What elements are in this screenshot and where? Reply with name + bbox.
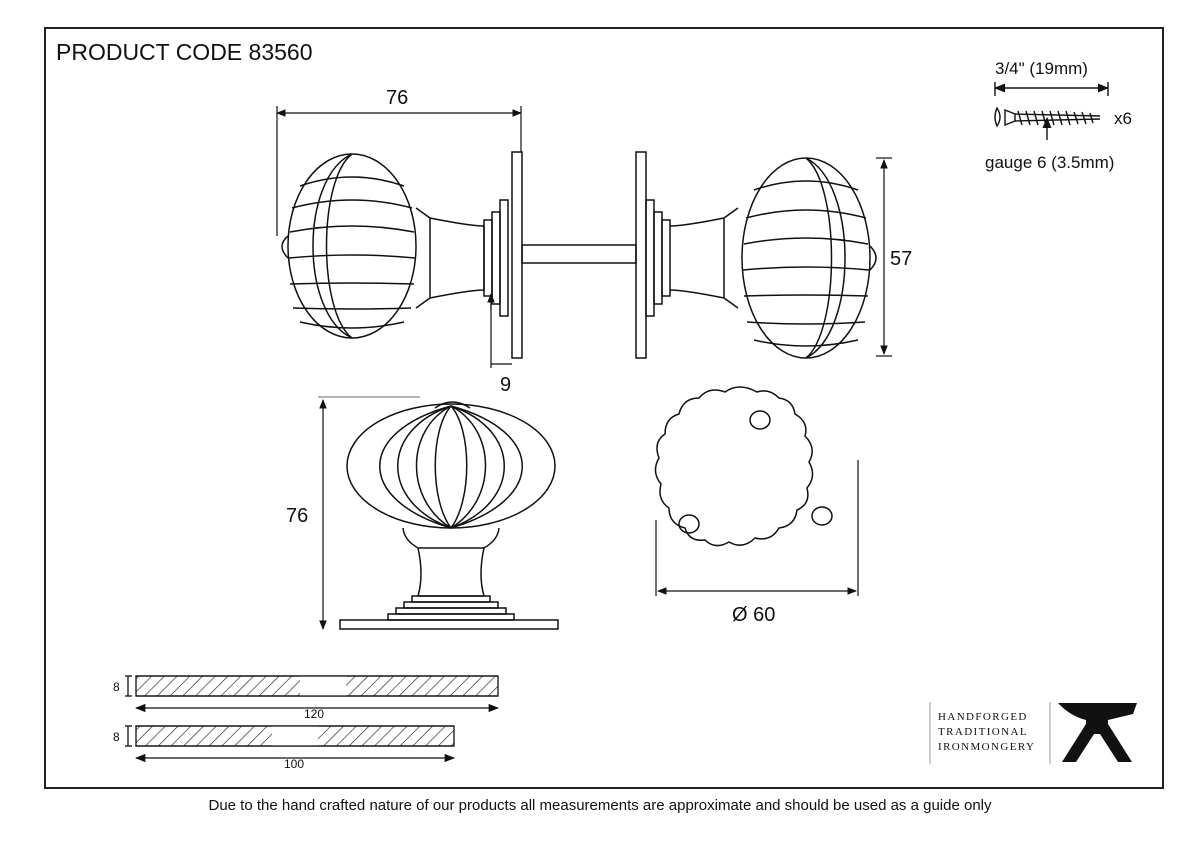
screw-diagram [993, 82, 1110, 140]
screw-gauge-label: gauge 6 (3.5mm) [985, 153, 1114, 172]
dimension-knob-height-label: 57 [890, 248, 912, 270]
dimension-knob-side-height-label: 76 [286, 505, 308, 527]
dimension-rose-thickness [487, 293, 512, 368]
brand-line-2: TRADITIONAL [938, 726, 1028, 738]
spindle-100-length-label: 100 [284, 757, 304, 771]
dimension-rose-diameter [655, 460, 859, 596]
dimension-knob-length-label: 76 [386, 87, 408, 109]
product-code-title: PRODUCT CODE 83560 [56, 39, 313, 65]
brand-line-3: IRONMONGERY [938, 741, 1035, 753]
spindle-100-thickness-label: 8 [113, 730, 120, 744]
knob-pair-side-view [281, 151, 877, 359]
drawing-border [44, 27, 1164, 789]
brand-line-1: HANDFORGED [938, 711, 1028, 723]
dimension-knob-side-height [318, 396, 420, 630]
dimension-rose-thickness-label: 9 [500, 374, 511, 396]
spindle-100 [125, 725, 456, 763]
dimension-knob-length [276, 106, 522, 236]
anvil-icon [1058, 703, 1137, 762]
disclaimer-text: Due to the hand crafted nature of our pr… [208, 797, 992, 814]
knob-front-view [339, 401, 559, 630]
screw-quantity-label: x6 [1114, 109, 1132, 128]
spindle-120-length-label: 120 [304, 707, 324, 721]
rose-plate-view [654, 386, 833, 547]
spindle-120-thickness-label: 8 [113, 680, 120, 694]
dimension-knob-height [876, 157, 892, 357]
screw-length-label: 3/4" (19mm) [995, 59, 1088, 78]
spindle-120 [125, 675, 500, 713]
dimension-rose-diameter-label: Ø 60 [732, 604, 775, 626]
